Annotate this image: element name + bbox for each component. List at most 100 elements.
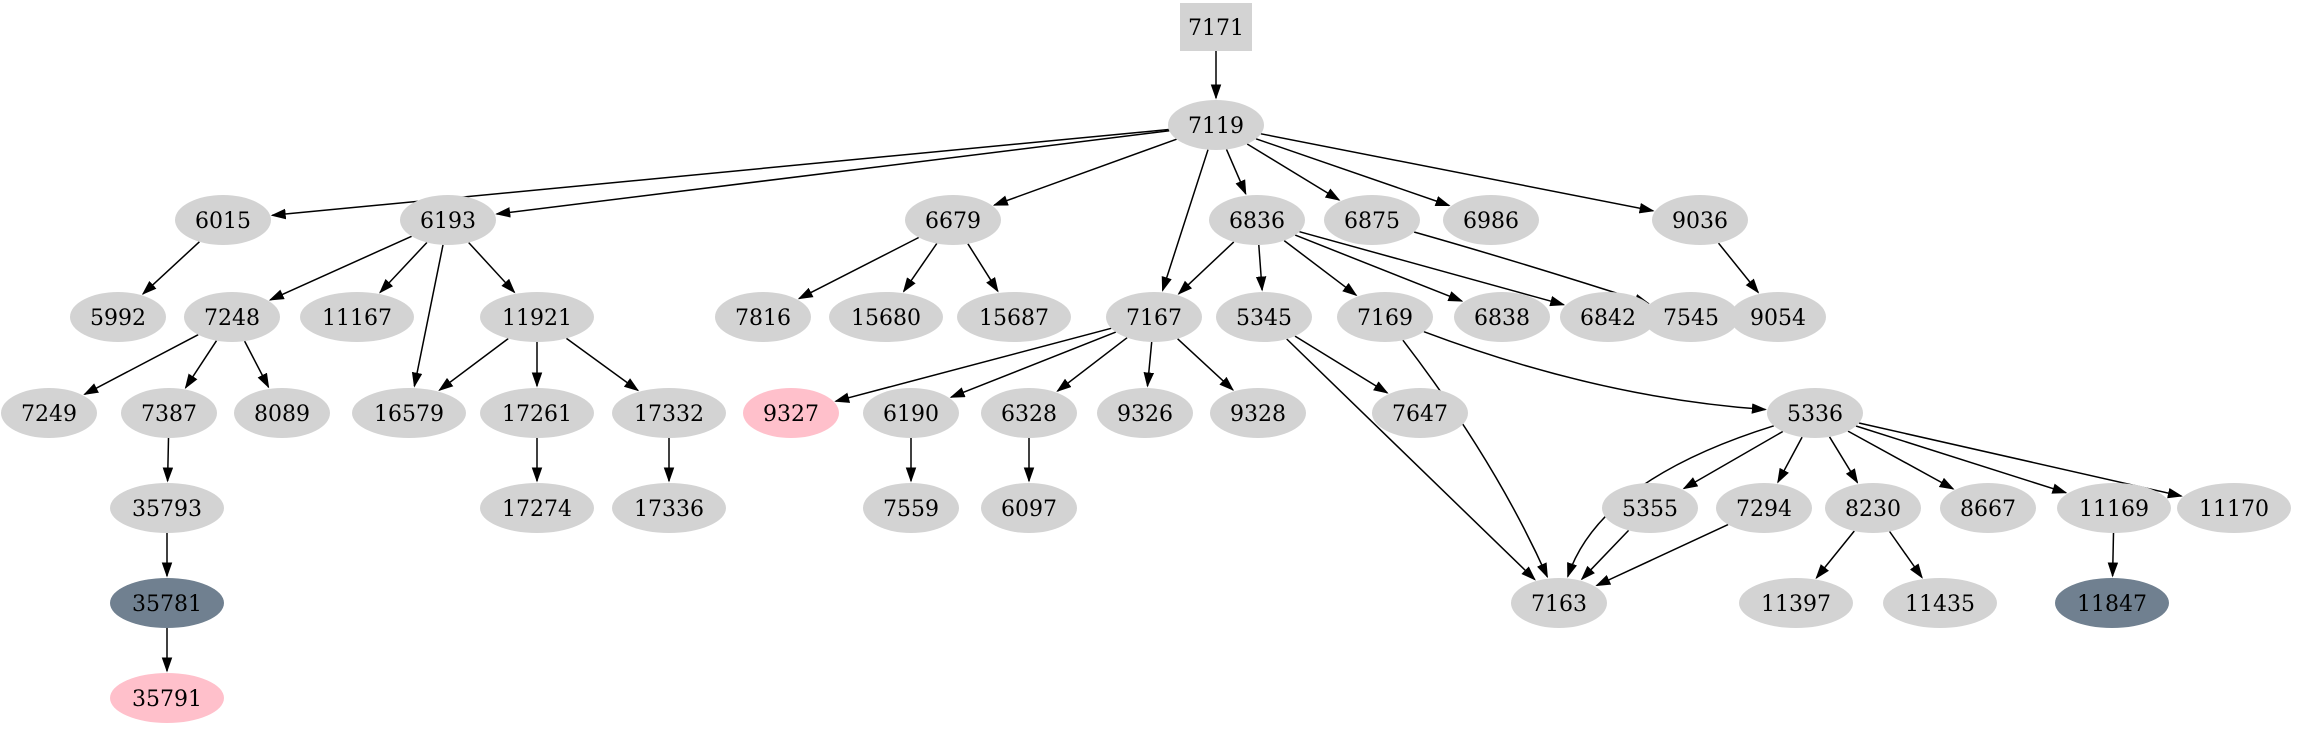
node-label-7167: 7167: [1126, 306, 1182, 331]
node-label-35793: 35793: [132, 497, 202, 522]
node-5355: 5355: [1602, 483, 1698, 533]
node-ellipse-shape: [905, 195, 1001, 245]
node-box-shape: [1180, 3, 1252, 51]
node-ellipse-shape: [1443, 195, 1539, 245]
edge-5345-7163: [1286, 338, 1536, 581]
node-ellipse-shape: [1643, 292, 1739, 342]
node-ellipse-shape: [121, 388, 217, 438]
edge-7119-6986: [1255, 138, 1451, 207]
node-label-7647: 7647: [1392, 402, 1448, 427]
node-6679: 6679: [905, 195, 1001, 245]
node-label-7248: 7248: [204, 306, 260, 331]
node-6986: 6986: [1443, 195, 1539, 245]
node-6097: 6097: [981, 483, 1077, 533]
node-7816: 7816: [715, 292, 811, 342]
edge-6679-7816: [797, 236, 920, 300]
node-11167: 11167: [300, 292, 414, 342]
edge-5345-7647: [1294, 335, 1389, 394]
node-ellipse-shape: [110, 483, 224, 533]
edge-11921-17332: [565, 337, 640, 392]
node-label-5355: 5355: [1622, 497, 1678, 522]
node-ellipse-shape: [1324, 195, 1420, 245]
node-ellipse-shape: [1652, 195, 1748, 245]
edge-6193-16579: [411, 244, 444, 388]
edge-6679-15687: [967, 243, 999, 293]
node-label-6190: 6190: [883, 402, 939, 427]
node-ellipse-shape: [1216, 292, 1312, 342]
node-7171: 7171: [1180, 3, 1252, 51]
node-label-7294: 7294: [1736, 497, 1792, 522]
edge-6836-6842: [1299, 230, 1566, 307]
node-8230: 8230: [1825, 483, 1921, 533]
edge-6193-7248: [268, 235, 412, 301]
edge-6015-5992: [141, 241, 200, 295]
node-label-7119: 7119: [1188, 114, 1244, 139]
node-11847: 11847: [2055, 578, 2169, 628]
node-label-35781: 35781: [132, 592, 202, 617]
edge-7119-6679: [992, 138, 1177, 206]
node-label-17332: 17332: [634, 402, 704, 427]
node-15687: 15687: [957, 292, 1071, 342]
node-6838: 6838: [1454, 292, 1550, 342]
node-ellipse-shape: [480, 388, 594, 438]
edge-6836-7169: [1283, 240, 1358, 297]
edge-5336-5355: [1682, 430, 1784, 490]
node-7545: 7545: [1643, 292, 1739, 342]
node-6193: 6193: [400, 195, 496, 245]
edge-7169-5336: [1423, 330, 1767, 414]
edge-11169-11847: [2107, 532, 2119, 578]
node-ellipse-shape: [2055, 578, 2169, 628]
edge-7167-9328: [1177, 338, 1235, 391]
node-6836: 6836: [1209, 195, 1305, 245]
node-ellipse-shape: [175, 195, 271, 245]
node-7647: 7647: [1372, 388, 1468, 438]
node-ellipse-shape: [1767, 388, 1863, 438]
node-label-8230: 8230: [1845, 497, 1901, 522]
edge-7167-6190: [949, 331, 1117, 398]
node-ellipse-shape: [480, 292, 594, 342]
node-15680: 15680: [829, 292, 943, 342]
node-ellipse-shape: [110, 673, 224, 723]
node-ellipse-shape: [1454, 292, 1550, 342]
edge-7248-7387: [184, 340, 218, 389]
edge-7119-7167: [1161, 149, 1209, 292]
edge-8230-11435: [1888, 531, 1923, 579]
edge-11921-16579: [438, 338, 509, 392]
node-label-17336: 17336: [634, 497, 704, 522]
edge-6679-15680: [902, 243, 938, 293]
node-17332: 17332: [612, 388, 726, 438]
edge-5336-8230: [1828, 436, 1859, 484]
node-label-6836: 6836: [1229, 209, 1285, 234]
node-ellipse-shape: [1825, 483, 1921, 533]
edge-5336-11169: [1855, 425, 2068, 494]
node-35791: 35791: [110, 673, 224, 723]
node-label-7545: 7545: [1663, 306, 1719, 331]
node-label-15680: 15680: [851, 306, 921, 331]
node-9036: 9036: [1652, 195, 1748, 245]
node-ellipse-shape: [1210, 388, 1306, 438]
node-label-6838: 6838: [1474, 306, 1530, 331]
node-label-11170: 11170: [2199, 497, 2269, 522]
node-ellipse-shape: [1602, 483, 1698, 533]
node-ellipse-shape: [2177, 483, 2291, 533]
node-label-11435: 11435: [1905, 592, 1975, 617]
node-ellipse-shape: [1337, 292, 1433, 342]
node-ellipse-shape: [863, 388, 959, 438]
node-label-6986: 6986: [1463, 209, 1519, 234]
node-7167: 7167: [1106, 292, 1202, 342]
node-label-6328: 6328: [1001, 402, 1057, 427]
edges-layer: [83, 51, 2183, 673]
node-7249: 7249: [1, 388, 97, 438]
node-11170: 11170: [2177, 483, 2291, 533]
node-ellipse-shape: [1106, 292, 1202, 342]
node-label-5992: 5992: [90, 306, 146, 331]
edge-6193-11167: [379, 241, 428, 294]
edge-5336-7294: [1777, 436, 1803, 484]
node-label-7169: 7169: [1357, 306, 1413, 331]
node-17261: 17261: [480, 388, 594, 438]
node-ellipse-shape: [352, 388, 466, 438]
node-label-8667: 8667: [1960, 497, 2016, 522]
node-8667: 8667: [1940, 483, 2036, 533]
